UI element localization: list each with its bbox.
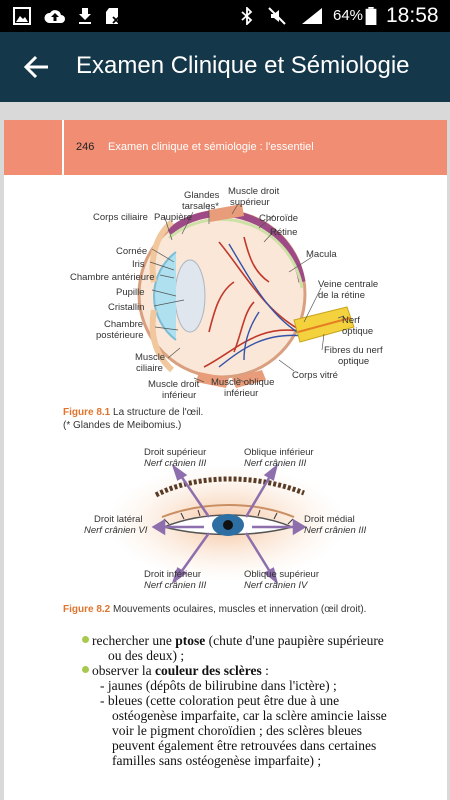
label-droit-superieur: Droit supérieur — [144, 447, 206, 458]
label-nerf-vi: Nerf crânien VI — [84, 525, 148, 536]
bullet-ptose: rechercher une ptose (chute d'une paupiè… — [92, 633, 442, 663]
label-nerf-optique-1: Nerf — [342, 315, 360, 326]
b2-pre: observer la — [92, 663, 155, 678]
bullet-1 — [82, 636, 89, 643]
sub-bleues-3: voir le pigment choroïdien ; des sclères… — [112, 723, 363, 738]
label-nerf-optique-2: optique — [342, 326, 373, 337]
label-droit-medial: Droit médial — [304, 514, 355, 525]
label-muscle-droit-inf-1: Muscle droit — [148, 379, 200, 390]
lens — [174, 259, 206, 333]
sub-list: - jaunes (dépôts de bilirubine dans l'ic… — [100, 678, 440, 768]
book-page[interactable]: 246 Examen clinique et sémiologie : l'es… — [4, 120, 447, 800]
battery-icon — [365, 7, 377, 25]
sub-bleues-2: ostéogenèse imparfaite, car la sclère am… — [112, 708, 387, 723]
label-fibres-1: Fibres du nerf — [324, 345, 383, 356]
app-title: Examen Clinique et Sémiologie — [76, 52, 410, 79]
figure1-label: Figure 8.1 — [63, 407, 111, 418]
figure1-note: (* Glandes de Meibomius.) — [63, 420, 182, 431]
label-muscle-droit-inf-2: inférieur — [162, 390, 196, 401]
label-cornee: Cornée — [116, 246, 147, 257]
back-arrow-icon[interactable] — [22, 54, 50, 80]
b1-post: (chute d'une paupière supérieure — [205, 633, 384, 648]
clock: 18:58 — [386, 4, 439, 27]
label-muscle-oblique-inf-2: inférieur — [224, 388, 258, 399]
label-glandes: Glandes — [184, 190, 220, 201]
eye-pupil — [223, 520, 233, 530]
label-muscle-oblique-inf-1: Muscle oblique — [211, 377, 274, 388]
label-nerf-iii-4: Nerf crânien III — [144, 580, 207, 591]
cloud-upload-icon — [44, 10, 65, 23]
label-fibres-2: optique — [338, 356, 369, 367]
download-icon — [79, 8, 91, 24]
page-number: 246 — [76, 141, 95, 153]
no-sd-card-icon — [106, 8, 120, 24]
mute-icon — [268, 7, 286, 25]
retinal-vessels — [203, 236, 305, 368]
label-retine: Rétine — [270, 227, 297, 238]
sub-bleues-1: - bleues (cette coloration peut être due… — [100, 693, 340, 708]
page-header: 246 Examen clinique et sémiologie : l'es… — [4, 120, 447, 175]
b2-post: : — [261, 663, 269, 678]
gallery-icon — [13, 7, 31, 25]
b2-bold: couleur des sclères — [154, 663, 262, 678]
label-pupille: Pupille — [116, 287, 145, 298]
figure2-caption: Figure 8.2 Mouvements oculaires, muscles… — [63, 603, 366, 616]
signal-icon — [302, 8, 322, 24]
eye-movements-figure: Droit supérieur Nerf crânien III Oblique… — [84, 447, 367, 591]
label-veine-2: de la rétine — [318, 290, 365, 301]
bluetooth-icon — [241, 7, 253, 25]
muscle-droit-inferieur — [196, 372, 229, 388]
label-muscle-droit-sup-2: supérieur — [230, 197, 270, 208]
eyebrow — [154, 476, 305, 498]
label-oblique-superieur: Oblique supérieur — [244, 569, 319, 580]
eye-anatomy-figure: Glandes tarsales* Muscle droit supérieur… — [70, 186, 383, 401]
label-muscle-droit-sup-1: Muscle droit — [228, 186, 280, 197]
muscle-oblique-inferieur — [232, 370, 266, 388]
label-cristallin: Cristallin — [108, 302, 144, 313]
label-macula: Macula — [306, 249, 337, 260]
label-tarsales: tarsales* — [182, 201, 219, 212]
header-divider — [62, 120, 64, 175]
status-bar: 64% 18:58 — [0, 0, 450, 32]
label-muscle-ciliaire-1: Muscle — [135, 352, 165, 363]
figure1-text: La structure de l'œil. — [113, 407, 204, 418]
cornea — [153, 251, 177, 341]
label-nerf-iii-2: Nerf crânien III — [244, 458, 307, 469]
eyelashes — [163, 509, 294, 525]
app-bar: Examen Clinique et Sémiologie — [0, 32, 450, 102]
label-choroide: Choroïde — [259, 213, 298, 224]
label-droit-lateral: Droit latéral — [94, 514, 143, 525]
label-chambre-post-2: postérieure — [96, 330, 144, 341]
label-veine-1: Veine centrale — [318, 279, 378, 290]
label-droit-inferieur: Droit inférieur — [144, 569, 201, 580]
b1-bold: ptose — [175, 633, 206, 648]
bullet-scleres: observer la couleur des sclères : — [92, 663, 442, 678]
label-chambre-anterieure: Chambre antérieure — [70, 272, 155, 283]
label-muscle-ciliaire-2: ciliaire — [136, 363, 163, 374]
label-nerf-iii-1: Nerf crânien III — [144, 458, 207, 469]
battery-percent: 64% — [333, 7, 364, 24]
label-iris: Iris — [132, 259, 145, 270]
page-header-title: Examen clinique et sémiologie : l'essent… — [108, 141, 314, 153]
label-chambre-post-1: Chambre — [104, 319, 143, 330]
label-corps-vitre: Corps vitré — [292, 370, 338, 381]
b1-pre: rechercher une — [92, 633, 176, 648]
b1-line2: ou des deux) ; — [108, 648, 185, 663]
figure2-label: Figure 8.2 — [63, 604, 111, 615]
label-paupiere: Paupière — [154, 212, 192, 223]
sub-bleues-4: peuvent également être retrouvées dans c… — [112, 738, 377, 753]
eyelid-crease — [161, 504, 295, 518]
label-nerf-iv: Nerf crânien IV — [244, 580, 309, 591]
sub-bleues-5: familles sans ostéogenèse imparfaite) ; — [112, 753, 322, 768]
sub-jaunes: - jaunes (dépôts de bilirubine dans l'ic… — [100, 678, 337, 693]
figure1-caption: Figure 8.1 La structure de l'œil. (* Gla… — [63, 406, 203, 432]
figure2-text: Mouvements oculaires, muscles et innerva… — [113, 604, 367, 615]
label-corps-ciliaire: Corps ciliaire — [93, 212, 148, 223]
label-nerf-iii-3: Nerf crânien III — [304, 525, 367, 536]
bullet-2 — [82, 666, 89, 673]
label-oblique-inferieur: Oblique inférieur — [244, 447, 314, 458]
